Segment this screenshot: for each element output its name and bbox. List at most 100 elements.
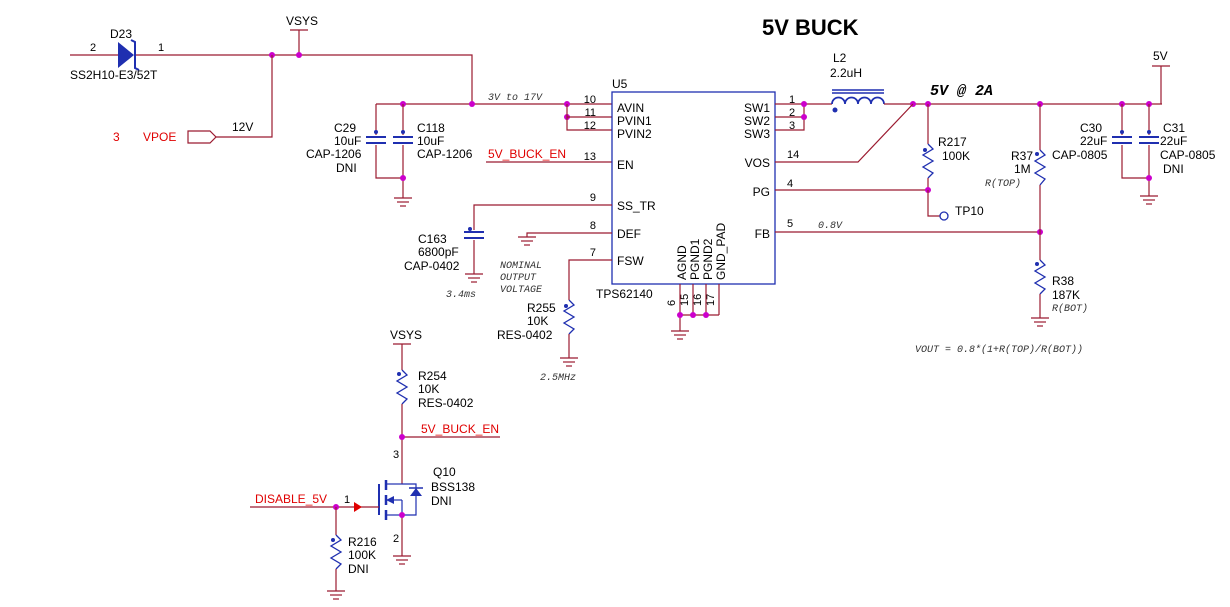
en-net-label: 5V_BUCK_EN (488, 147, 566, 161)
u5-pin-agnd-num: 6 (666, 300, 678, 306)
inductor-l2: L2 2.2uH (830, 51, 885, 113)
l2-ref: L2 (833, 51, 847, 65)
vsys-top-net: VSYS (286, 14, 318, 55)
u5-pin-fb-num: 5 (787, 218, 793, 230)
ic-u5: U5 TPS62140 10 AVIN 11 PVIN1 12 PVIN2 13… (584, 77, 800, 306)
u5-pin-en-num: 13 (584, 151, 596, 163)
vsys-bottom-net: VSYS (390, 328, 422, 370)
u5-pin-pgnd2-name: PGND2 (701, 238, 715, 280)
u5-pin-gndpad-num: 17 (705, 294, 717, 306)
capacitor-c163: C163 6800pF CAP-0402 (404, 227, 484, 273)
c118-ref: C118 (417, 121, 445, 135)
q10-pin-source: 2 (393, 533, 399, 545)
out-5v-label: 5V (1153, 49, 1168, 63)
r38-ref: R38 (1052, 274, 1074, 288)
resistor-r216: R216 100K DNI (329, 507, 377, 585)
vpoe-label: VPOE (143, 130, 176, 144)
q10-pin-gate: 1 (344, 494, 350, 506)
r217-ref: R217 (938, 135, 967, 149)
capacitor-c30: C30 22uF CAP-0805 (1052, 104, 1149, 179)
u5-pin-sstr-num: 9 (590, 192, 596, 204)
r254-value: 10K (418, 382, 439, 396)
c31-value: 22uF (1160, 134, 1187, 148)
vout-formula: VOUT = 0.8*(1+R(TOP)/R(BOT)) (915, 344, 1083, 356)
u5-pin-pvin2-num: 12 (584, 120, 596, 132)
disable-net-label: DISABLE_5V (255, 492, 327, 506)
q10-part: BSS138 (431, 480, 475, 494)
u5-pin-vos-name: VOS (745, 156, 770, 170)
r254-package: RES-0402 (418, 396, 474, 410)
nominal-note-3: VOLTAGE (500, 285, 543, 296)
resistor-r254: R254 10K RES-0402 (395, 369, 474, 484)
c29-value: 10uF (334, 134, 361, 148)
r37-ref: R37 (1011, 149, 1033, 163)
u5-ref: U5 (612, 77, 628, 91)
tp10-label: TP10 (955, 204, 984, 218)
ground-symbol-q10 (392, 549, 412, 565)
capacitor-c118: C118 10uF CAP-1206 (393, 104, 473, 192)
u5-pin-def-name: DEF (617, 227, 641, 241)
resistor-r217: R217 100K (921, 104, 970, 179)
d23-ref: D23 (110, 27, 132, 41)
en-net-label-2: 5V_BUCK_EN (421, 422, 499, 436)
d23-pin-anode: 2 (90, 42, 96, 54)
resistor-r38: R38 187K R(BOT) (1033, 259, 1088, 315)
r255-package: RES-0402 (497, 328, 553, 342)
vsys-bottom-label: VSYS (390, 328, 422, 342)
schematic-title: 5V BUCK (762, 15, 859, 40)
r216-ref: R216 (348, 535, 377, 549)
c30-package: CAP-0805 (1052, 148, 1108, 162)
u5-pin-pvin1-name: PVIN1 (617, 114, 652, 128)
c31-package: CAP-0805 (1160, 148, 1216, 162)
c163-ref: C163 (418, 232, 447, 246)
r216-value: 100K (348, 548, 376, 562)
u5-pin-def-num: 8 (590, 220, 596, 232)
r255-value: 10K (527, 314, 548, 328)
c163-value: 6800pF (418, 245, 459, 259)
q10-ref: Q10 (433, 465, 456, 479)
d23-pin-cathode: 1 (158, 42, 164, 54)
vsys-top-label: VSYS (286, 14, 318, 28)
capacitor-c29: C29 10uF CAP-1206 DNI (306, 104, 403, 179)
output-spec-note: 5V @ 2A (930, 83, 993, 100)
c29-ref: C29 (334, 121, 356, 135)
r216-dni: DNI (348, 562, 369, 576)
u5-pin-sw2-name: SW2 (744, 114, 770, 128)
u5-pin-avin-num: 10 (584, 94, 596, 106)
u5-pin-sstr-name: SS_TR (617, 199, 656, 213)
r37-value: 1M (1014, 162, 1031, 176)
ground-symbol-fsw (559, 351, 579, 367)
vpoe-net: 3 VPOE 12V (113, 55, 273, 144)
u5-pin-pvin1-num: 11 (585, 107, 596, 119)
u5-pin-pvin2-name: PVIN2 (617, 127, 652, 141)
c163-package: CAP-0402 (404, 259, 460, 273)
u5-pin-pgnd1-name: PGND1 (688, 238, 702, 280)
rtop-note: R(TOP) (985, 178, 1021, 190)
u5-pin-fb-name: FB (755, 227, 770, 241)
u5-pin-sw3-num: 3 (789, 120, 795, 132)
ground-symbol-u5 (670, 324, 690, 340)
ground-symbol-output (1139, 189, 1159, 205)
ground-symbol-r216 (326, 584, 346, 600)
r38-value: 187K (1052, 288, 1080, 302)
c30-ref: C30 (1080, 121, 1102, 135)
out-5v-net: 5V (1152, 49, 1170, 104)
u5-pin-sw1-name: SW1 (744, 101, 770, 115)
ground-symbol-input (393, 191, 413, 207)
ground-symbol-fb (1030, 311, 1050, 327)
c29-package: CAP-1206 (306, 147, 362, 161)
mosfet-q10: 3 Q10 BSS138 DNI 2 (378, 449, 475, 550)
c31-ref: C31 (1163, 121, 1185, 135)
fb-voltage-note: 0.8V (818, 221, 843, 232)
u5-pin-sw2-num: 2 (789, 107, 795, 119)
u5-pin-pgnd2-num: 16 (692, 294, 704, 306)
u5-part: TPS62140 (596, 287, 653, 301)
r255-ref: R255 (527, 301, 556, 315)
resistor-r37: R37 1M R(TOP) (985, 104, 1047, 260)
u5-pin-pgnd1-num: 15 (679, 294, 691, 306)
u5-pin-avin-name: AVIN (617, 101, 644, 115)
r217-value: 100K (942, 149, 970, 163)
u5-pin-pg-name: PG (753, 185, 770, 199)
u5-pin-gndpad-name: GND_PAD (714, 223, 728, 280)
diode-d23: D23 2 1 SS2H10-E3/52T (70, 27, 272, 82)
